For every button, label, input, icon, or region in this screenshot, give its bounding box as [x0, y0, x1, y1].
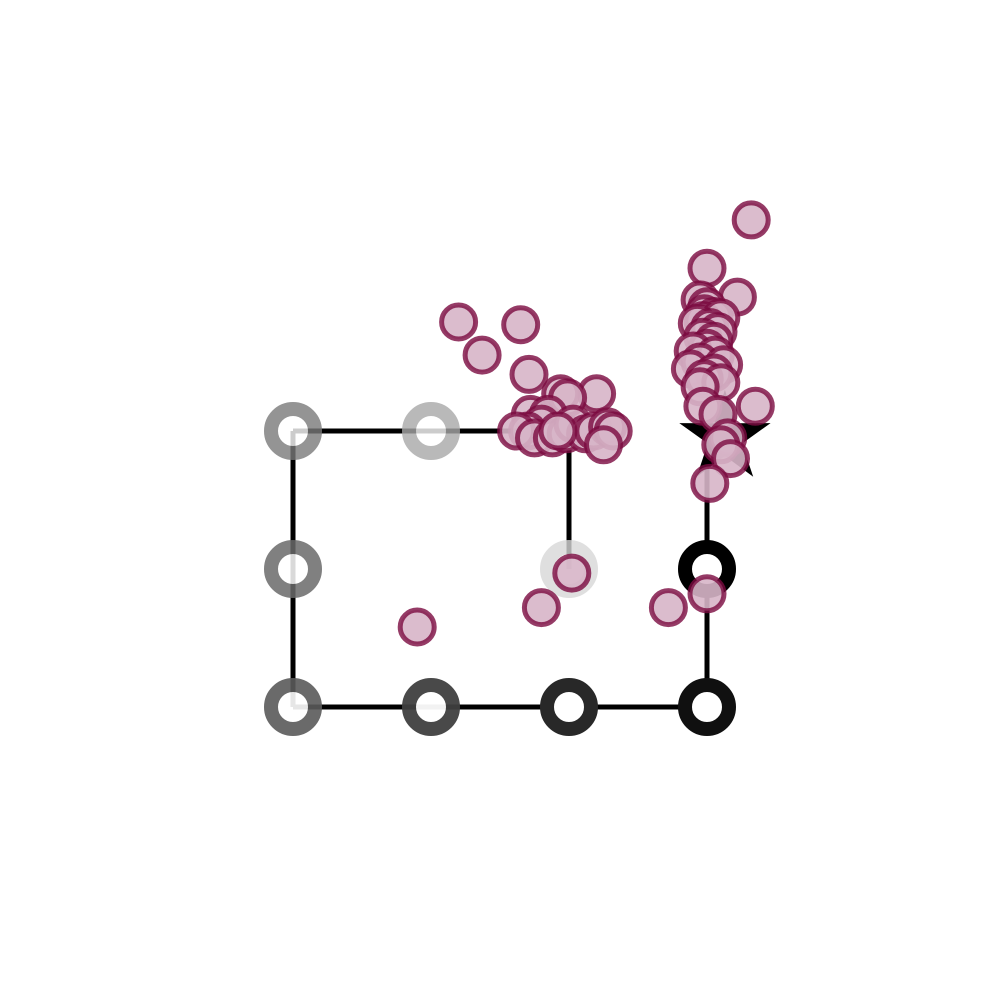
sample-point: [687, 248, 727, 288]
sample-point: [648, 588, 688, 628]
graph-node: [264, 402, 322, 460]
graph-node: [264, 678, 322, 736]
graph-node: [402, 678, 460, 736]
sample-point: [509, 354, 549, 394]
sample-point: [501, 305, 541, 345]
sample-point: [538, 411, 578, 451]
sample-point: [731, 200, 771, 240]
sample-point: [735, 386, 775, 426]
sample-point: [687, 574, 727, 614]
graph-edges: [290, 428, 710, 710]
sample-point: [521, 588, 561, 628]
sample-point: [584, 425, 623, 465]
sample-point: [397, 607, 437, 647]
sample-point: [711, 439, 750, 479]
graph-node: [678, 678, 736, 736]
graph-node: [540, 678, 598, 736]
sample-points: [397, 200, 775, 647]
graph-node: [264, 540, 322, 598]
sample-point: [690, 463, 730, 503]
graph-node: [402, 402, 460, 460]
graph-nodes: [264, 402, 736, 736]
sample-point: [439, 302, 479, 342]
sample-point: [462, 335, 502, 375]
sample-point: [552, 553, 592, 593]
